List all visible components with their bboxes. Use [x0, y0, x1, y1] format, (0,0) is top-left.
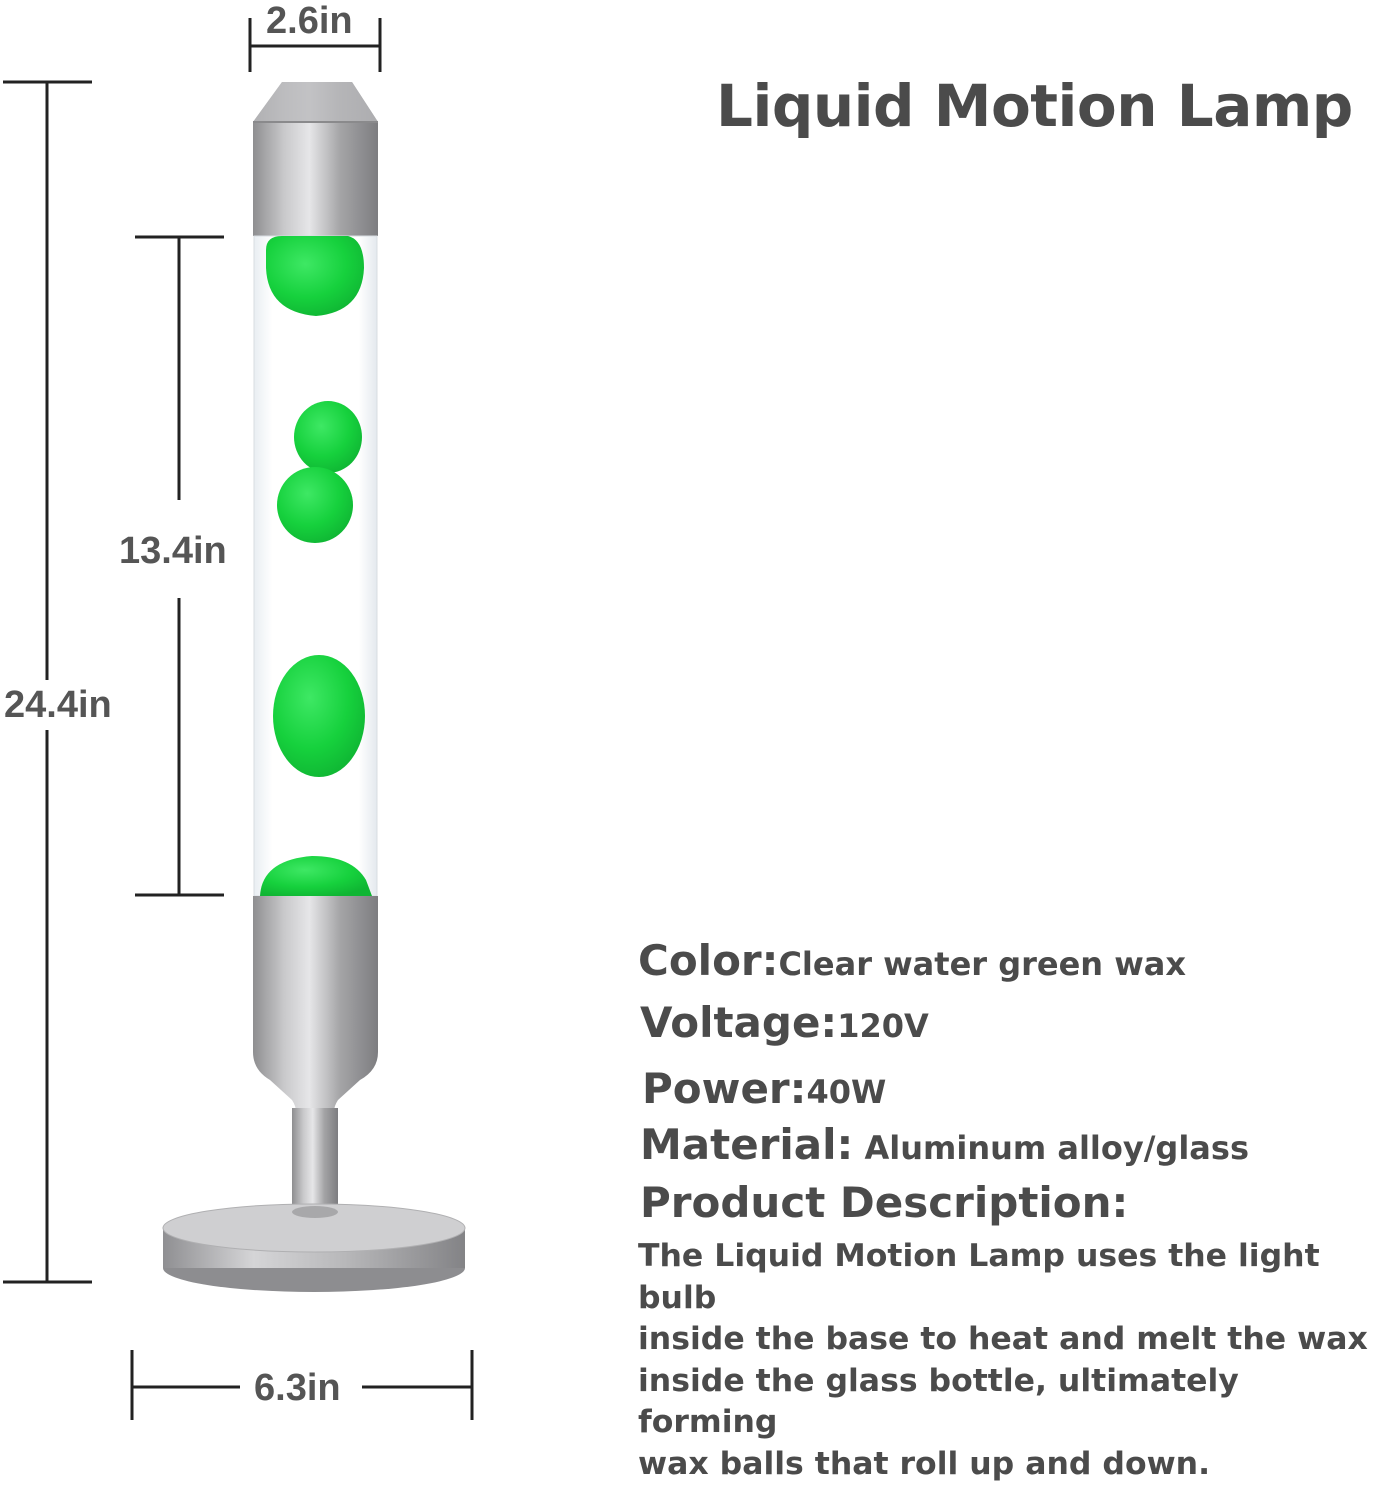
description-line: inside the glass bottle, ultimately form… [638, 1361, 1384, 1444]
spec-value: Clear water green wax [778, 945, 1186, 983]
spec-label: Material: [640, 1120, 853, 1169]
dimension-label-bottle-height: 13.4in [119, 532, 227, 570]
spec-voltage: Voltage:120V [640, 998, 929, 1047]
description-line: inside the base to heat and melt the wax [638, 1319, 1384, 1361]
glass-bottle [254, 236, 377, 896]
spec-label: Power: [642, 1064, 806, 1113]
spec-value: 40W [806, 1073, 886, 1111]
spec-value: 120V [837, 1007, 929, 1045]
description-heading: Product Description: [640, 1178, 1128, 1227]
description-line: The Liquid Motion Lamp uses the light bu… [638, 1236, 1384, 1319]
description-text: The Liquid Motion Lamp uses the light bu… [638, 1236, 1384, 1485]
dimension-label-base-width: 6.3in [254, 1369, 341, 1407]
spec-material: Material: Aluminum alloy/glass [640, 1120, 1249, 1169]
page-title: Liquid Motion Lamp [716, 72, 1353, 140]
spec-color: Color:Clear water green wax [638, 936, 1186, 985]
lamp-stem [292, 1108, 338, 1212]
spec-label: Voltage: [640, 998, 837, 1047]
spec-value: Aluminum alloy/glass [853, 1129, 1249, 1167]
spec-power: Power:40W [642, 1064, 886, 1113]
description-line: wax balls that roll up and down. [638, 1444, 1384, 1485]
dimension-label-top-width: 2.6in [266, 2, 353, 40]
lamp-base-housing [253, 896, 378, 1112]
spec-label: Color: [638, 936, 778, 985]
dimension-label-total-height: 24.4in [4, 686, 112, 724]
